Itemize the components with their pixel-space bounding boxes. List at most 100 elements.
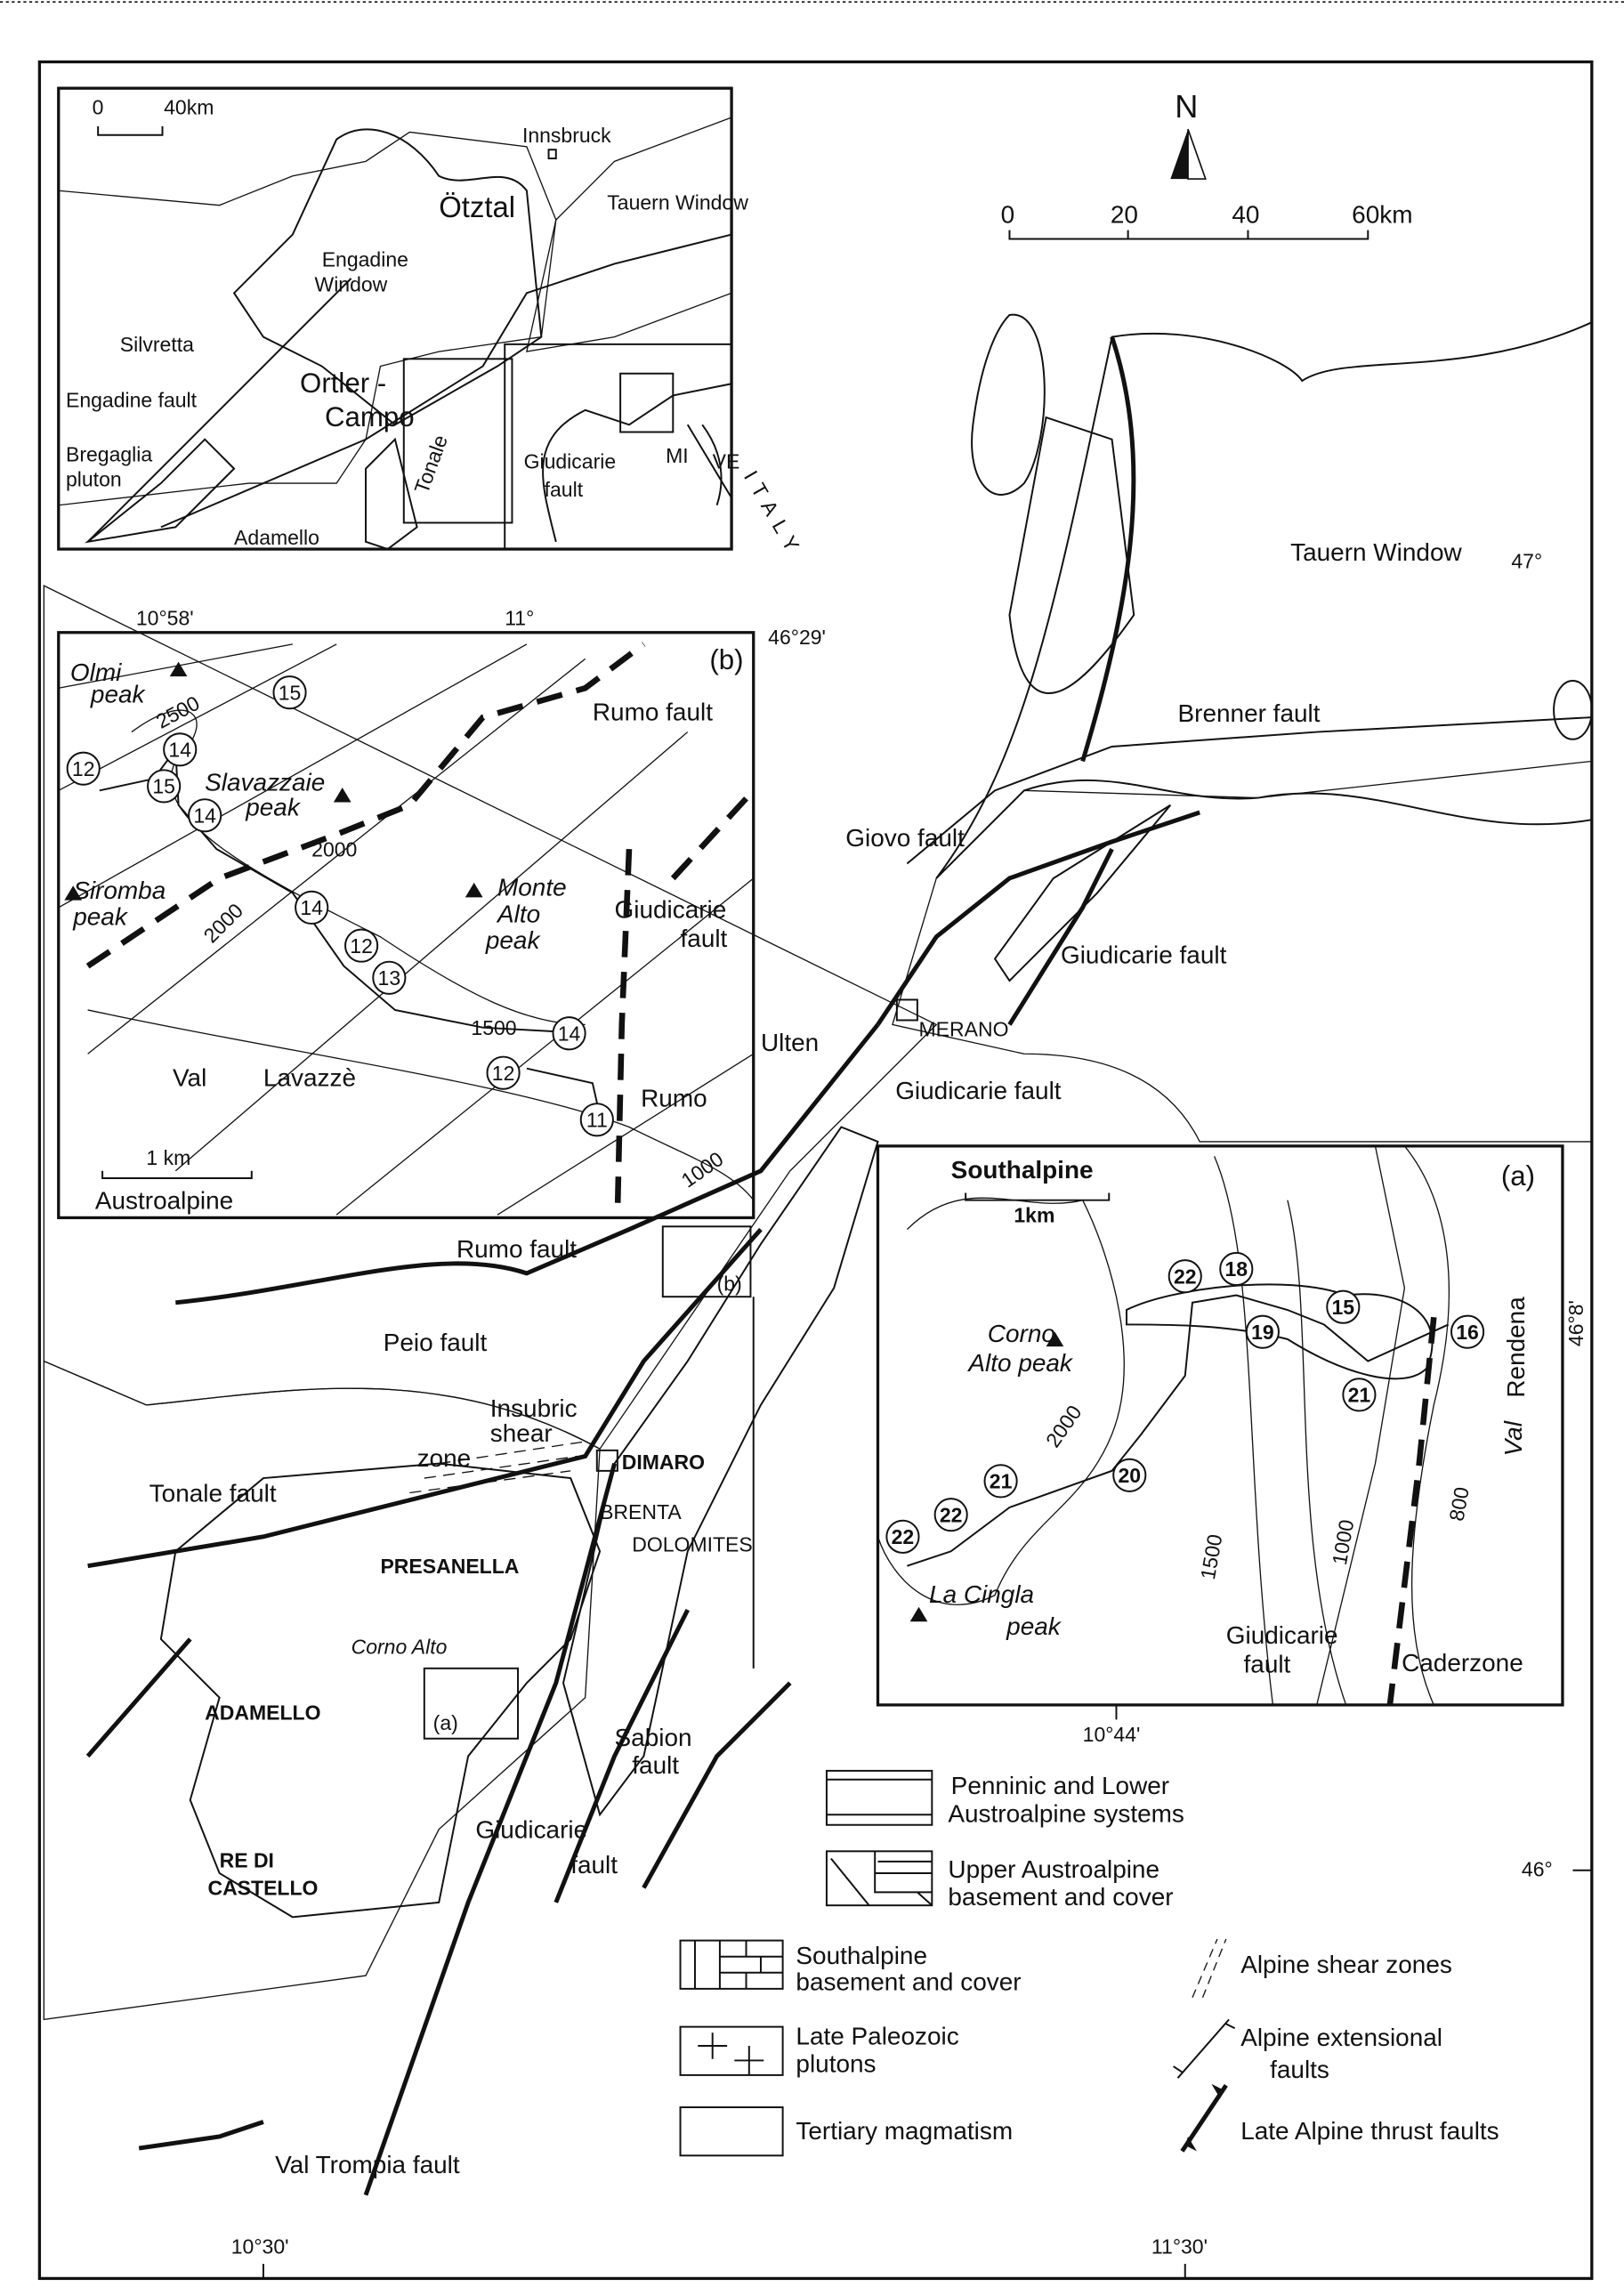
contour-800-a: 800 bbox=[1444, 1485, 1473, 1523]
coord-10-44: 10°44' bbox=[1083, 1723, 1141, 1746]
sample-marker: 22 bbox=[933, 1498, 968, 1532]
label-tauern-window: Tauern Window bbox=[1290, 538, 1462, 566]
sample-marker: 11 bbox=[579, 1103, 614, 1137]
overview-scale-40km: 40km bbox=[164, 96, 214, 119]
legend-item-thrust-faults: Late Alpine thrust faults bbox=[1180, 2083, 1499, 2153]
north-label: N bbox=[1175, 88, 1198, 125]
label-austroalpine: Austroalpine bbox=[95, 1187, 233, 1215]
label-ulten: Ulten bbox=[761, 1029, 819, 1056]
label-tonale: Tonale bbox=[409, 432, 452, 497]
label-giudicarie-b: Giudicarie bbox=[615, 895, 727, 923]
inset-b: (b) 10°58' 11° 46°29' Olmi peak Slavazza… bbox=[57, 607, 826, 1220]
label-castello: CASTELLO bbox=[207, 1877, 318, 1900]
label-giudicarie-fault-a: fault bbox=[1244, 1651, 1291, 1678]
contour-2000-b2: 2000 bbox=[199, 899, 248, 948]
svg-text:Upper Austroalpine: Upper Austroalpine bbox=[948, 1855, 1159, 1883]
label-corno: Corno bbox=[988, 1320, 1055, 1347]
legend-item-tertiary: Tertiary magmatism bbox=[679, 2106, 1013, 2157]
tertiary-body bbox=[1553, 680, 1593, 740]
dimaro-marker bbox=[595, 1449, 618, 1472]
sample-marker: 14 bbox=[295, 890, 329, 925]
svg-text:21: 21 bbox=[990, 1470, 1013, 1493]
svg-text:22: 22 bbox=[940, 1503, 963, 1526]
inset-a-tag: (a) bbox=[1501, 1160, 1535, 1192]
label-giudicarie-a: Giudicarie bbox=[1226, 1621, 1338, 1649]
label-campo: Campo bbox=[325, 401, 415, 432]
val-trompia-fault-line bbox=[138, 2120, 264, 2151]
label-presanella: PRESANELLA bbox=[380, 1555, 519, 1578]
overview-scale-0: 0 bbox=[93, 96, 104, 119]
label-engadine: Engadine bbox=[322, 248, 408, 271]
label-giudicarie-inset: Giudicarie bbox=[524, 450, 617, 473]
label-bregaglia: Bregaglia bbox=[66, 442, 152, 465]
scale-20: 20 bbox=[1111, 200, 1138, 228]
brenner-fault-line bbox=[1080, 335, 1136, 763]
label-rumo-fault-b: Rumo fault bbox=[593, 698, 713, 725]
contour-1500-a: 1500 bbox=[1196, 1532, 1226, 1581]
svg-text:18: 18 bbox=[1225, 1257, 1248, 1281]
label-giudicarie-fault-inset: fault bbox=[545, 478, 584, 501]
coord-46-29: 46°29' bbox=[768, 626, 826, 649]
label-dolomites: DOLOMITES bbox=[632, 1532, 752, 1556]
label-corno-alto-peak: Alto peak bbox=[966, 1349, 1074, 1377]
svg-text:15: 15 bbox=[1332, 1296, 1355, 1319]
label-la-cingla: La Cingla bbox=[929, 1580, 1034, 1608]
contour-2000-a: 2000 bbox=[1041, 1401, 1087, 1451]
svg-text:14: 14 bbox=[193, 804, 216, 827]
svg-text:plutons: plutons bbox=[796, 2050, 876, 2078]
southalpine-west bbox=[43, 1360, 601, 2021]
sample-marker: 15 bbox=[272, 675, 307, 710]
svg-text:basement and cover: basement and cover bbox=[948, 1883, 1173, 1911]
sample-marker: 13 bbox=[372, 960, 407, 995]
sample-marker: 16 bbox=[1450, 1314, 1485, 1349]
coord-47: 47° bbox=[1511, 549, 1542, 572]
svg-text:11: 11 bbox=[586, 1108, 608, 1131]
label-b-locator: (b) bbox=[717, 1273, 742, 1296]
svg-text:faults: faults bbox=[1270, 2056, 1329, 2083]
inset-b-locator bbox=[661, 1225, 752, 1298]
main-map: Tauern Window Brenner fault Giovo fault … bbox=[43, 313, 1593, 2279]
label-val: Val bbox=[173, 1063, 206, 1091]
inset-b-scale-label: 1 km bbox=[146, 1146, 190, 1169]
label-milano: MI bbox=[666, 444, 689, 467]
giovo-fault-line bbox=[876, 810, 1200, 1026]
sample-marker: 20 bbox=[1112, 1458, 1147, 1492]
upper-austroalpine-cover bbox=[1008, 416, 1135, 694]
label-tauern-window-inset: Tauern Window bbox=[607, 191, 748, 214]
legend-item-shear-zones: Alpine shear zones bbox=[1192, 1938, 1452, 1999]
label-pluton: pluton bbox=[66, 467, 122, 490]
peio-fault-line bbox=[175, 1022, 880, 1305]
thrust-west bbox=[85, 1637, 192, 1758]
svg-text:15: 15 bbox=[279, 681, 302, 704]
label-dimaro: DIMARO bbox=[622, 1451, 705, 1474]
label-giovo-fault: Giovo fault bbox=[845, 824, 965, 852]
label-brenner-fault: Brenner fault bbox=[1178, 699, 1321, 727]
svg-text:Austroalpine systems: Austroalpine systems bbox=[948, 1799, 1184, 1827]
label-italy: ITALY bbox=[739, 466, 808, 562]
label-monte: Monte bbox=[497, 874, 567, 901]
label-giudicarie-south-fault: fault bbox=[570, 1851, 618, 1879]
svg-text:21: 21 bbox=[1348, 1384, 1371, 1407]
label-val-a: Val bbox=[1499, 1420, 1527, 1456]
inset-a-samples: 22 18 15 19 16 21 21 20 22 22 bbox=[885, 1251, 1485, 1554]
adamello-presanella-batholith bbox=[159, 1462, 602, 1919]
inset-b-samples: 15 12 14 15 14 14 12 13 14 12 11 bbox=[66, 675, 614, 1137]
label-la-cingla-peak: peak bbox=[1006, 1612, 1062, 1640]
label-sabion: Sabion bbox=[615, 1724, 692, 1751]
label-tonale-fault: Tonale fault bbox=[149, 1479, 277, 1507]
svg-text:22: 22 bbox=[892, 1525, 915, 1548]
scale-40: 40 bbox=[1232, 200, 1259, 228]
southalpine-basement bbox=[892, 760, 1593, 1143]
thrust-south bbox=[642, 1681, 792, 1889]
svg-text:Late Alpine thrust faults: Late Alpine thrust faults bbox=[1240, 2117, 1499, 2145]
tertiary-lens bbox=[993, 804, 1172, 982]
svg-text:Alpine extensional: Alpine extensional bbox=[1240, 2024, 1442, 2051]
sample-marker: 14 bbox=[163, 732, 198, 767]
svg-text:16: 16 bbox=[1456, 1321, 1479, 1344]
sample-marker: 22 bbox=[885, 1519, 920, 1554]
svg-text:14: 14 bbox=[558, 1022, 581, 1045]
label-monte-alto-peak: peak bbox=[485, 926, 542, 954]
label-slavazzaie: Slavazzaie bbox=[205, 768, 325, 796]
